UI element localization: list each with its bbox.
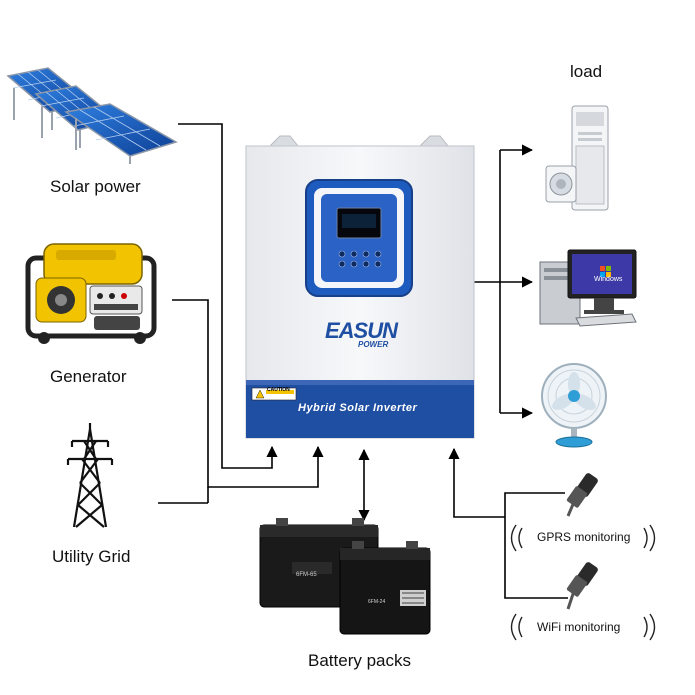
computer-icon (539, 249, 637, 327)
fan-icon (541, 363, 607, 448)
gprs-dongle-icon (566, 473, 598, 517)
brand-sub: POWER (358, 340, 389, 349)
grid-label: Utility Grid (52, 547, 131, 566)
inverter-icon (245, 135, 475, 439)
signal-arcs (510, 524, 656, 641)
monitoring-line (504, 492, 568, 599)
brand-main: EASUN (325, 318, 398, 343)
generator-label: Generator (50, 367, 127, 386)
solar-panel-icon (6, 67, 178, 164)
generator-icon (25, 243, 157, 344)
caution-label: CAUTION (267, 387, 290, 393)
battery-model-1: 6FM-65 (296, 572, 317, 578)
load-title: load (570, 62, 603, 81)
battery-icon (259, 518, 431, 635)
air-conditioner-icon (545, 105, 609, 211)
gprs-label: GPRS monitoring (537, 530, 631, 544)
inverter-buttons (338, 250, 382, 268)
wifi-dongle-icon (566, 562, 598, 610)
computer-screen-text: Windows (594, 276, 623, 283)
solar-label: Solar power (50, 177, 141, 196)
product-name: Hybrid Solar Inverter (298, 402, 418, 414)
battery-label: Battery packs (308, 651, 411, 670)
battery-model-2: 6FM-24 (368, 599, 386, 605)
connection-lines (158, 123, 568, 599)
solar-line (178, 123, 278, 469)
wifi-label: WiFi monitoring (537, 620, 621, 634)
power-tower-icon (66, 423, 114, 528)
